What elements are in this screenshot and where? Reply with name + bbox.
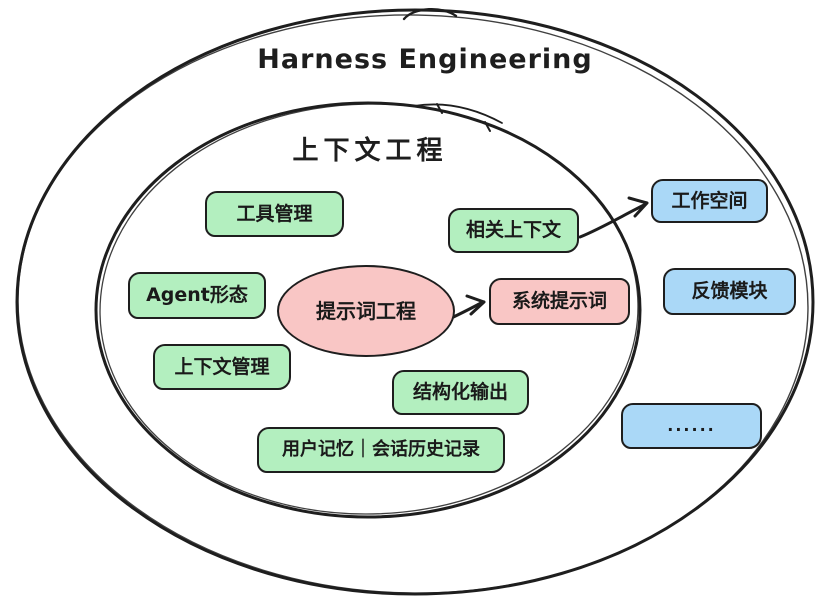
inner-ellipse-sketch-stroke <box>99 103 639 515</box>
node-related-context: 相关上下文 <box>448 208 579 253</box>
arrowhead-related-context-to-workspace <box>627 196 649 218</box>
outer-ellipse-top-curl <box>402 8 458 21</box>
arrow-related-context-to-workspace <box>578 203 646 239</box>
node-system-prompt: 系统提示词 <box>489 278 630 325</box>
node-prompt-engineering: 提示词工程 <box>277 265 455 357</box>
node-ellipsis: ...... <box>621 403 762 449</box>
node-agent-form: Agent形态 <box>128 272 266 319</box>
node-workspace: 工作空间 <box>651 179 768 223</box>
outer-ellipse <box>15 8 815 596</box>
node-context-management: 上下文管理 <box>153 344 291 390</box>
inner-ellipse <box>94 101 642 519</box>
node-user-memory-session-history: 用户记忆｜会话历史记录 <box>257 427 505 473</box>
arrowhead-prompt-to-system-prompt <box>465 294 486 316</box>
inner-ellipse-title: 上下文工程 <box>292 136 448 166</box>
outer-ellipse-sketch-stroke <box>17 14 809 594</box>
node-structured-output: 结构化输出 <box>392 370 529 415</box>
inner-ellipse-sketch-arc <box>413 103 503 124</box>
inner-ellipse-sketch-ticks <box>436 103 491 132</box>
outer-ellipse-title: Harness Engineering <box>257 44 593 75</box>
node-tool-management: 工具管理 <box>205 191 344 237</box>
node-feedback-module: 反馈模块 <box>663 268 796 315</box>
